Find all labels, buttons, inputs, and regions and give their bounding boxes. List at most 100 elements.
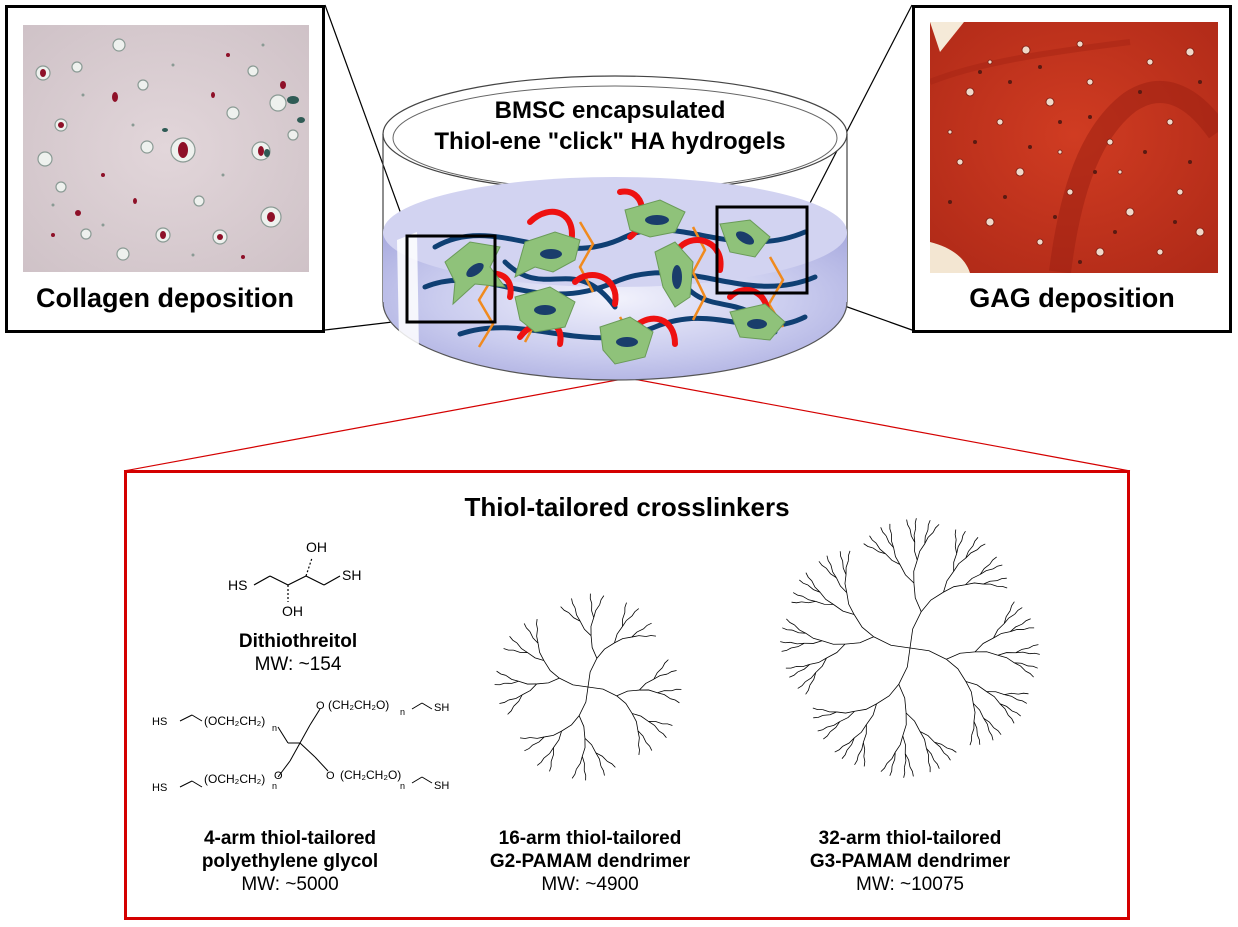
dendrimer-bond [983,580,998,585]
dendrimer-bond [965,545,974,559]
peg-o-2: O [274,770,283,782]
dendrimer-bond [965,549,978,559]
dendrimer-bond [786,618,795,626]
dendrimer-bond [780,641,791,644]
dendrimer-bond [891,533,894,548]
dendrimer-bond [889,523,892,534]
dendrimer-bond [834,745,844,753]
dendrimer-bond [969,735,973,746]
dendrimer-bond [946,658,967,682]
dendrimer-bond [581,738,586,757]
dendrimer-bond [885,553,901,565]
dendrimer-bond [853,614,874,638]
peg-unit-4: (CH₂CH₂O) [340,768,401,782]
dendrimer-bond [529,736,545,739]
dendrimer-bond [894,735,904,753]
dendrimer-bond [1014,662,1029,667]
dendrimer-bond [536,618,538,630]
dendrimer-bond [954,529,957,540]
dendrimer-bond [889,765,893,776]
dendrimer-bond [805,685,811,695]
dendrimer-bond [1015,647,1030,654]
dendrimer-bond [797,681,806,689]
peg-hs-1: HS [152,716,167,728]
dendrimer-bond [965,681,987,692]
g2-caption: 16-arm thiol-tailored G2-PAMAM dendrimer… [470,827,710,896]
dendrimer-bond [529,631,539,644]
dendrimer-bond [648,721,663,725]
dendrimer-bond [1029,652,1040,655]
dendrimer-bond [653,667,663,680]
gag-label: GAG deposition [969,283,1175,313]
dendrimer-bond [943,752,951,761]
dendrimer-bond [847,550,851,561]
dendrimer-bond [983,717,995,729]
dendrimer-bond [521,683,537,696]
peg-sh-2: SH [434,780,449,792]
dendrimer-bond [1011,710,1021,717]
dendrimer-bond [822,711,837,716]
gag-micrograph [930,22,1218,273]
dendrimer-bond [839,710,855,722]
dendrimer-bond [997,652,1016,656]
g3-pamam-structure [780,518,1040,778]
dendrimer-bond [616,689,640,697]
dendrimer-bond [599,595,605,605]
dendrimer-bond [549,761,552,772]
dendrimer-bond [809,672,817,686]
dendrimer-bond [524,744,533,752]
dendrimer-bond [797,664,810,673]
dendrimer-bond [902,735,906,754]
peg-n-3: n [272,781,277,791]
dendrimer-bond [657,692,671,700]
crosslinker-panel [124,470,1130,920]
dendrimer-bond [943,584,966,593]
dendrimer-bond [578,686,589,716]
dendrimer-bond [839,551,843,562]
peg-sh-1: SH [434,702,449,714]
dendrimer-bond [815,657,827,673]
collagen-panel: Collagen deposition [5,5,325,333]
g3-mw: MW: ~10075 [856,874,964,895]
dendrimer-bond [993,727,1002,735]
dendrimer-bond [989,556,997,565]
dendrimer-bond [845,560,849,575]
dendrimer-bond [789,671,799,678]
dendrimer-bond [589,593,593,604]
dendrimer-bond [909,766,914,777]
dendrimer-bond [863,543,873,549]
dendrimer-bond [631,608,640,617]
dendrimer-bond [825,567,837,579]
g2-pamam-structure [494,593,682,781]
dendrimer-bond [561,715,580,732]
hydrogel-dish [382,75,848,381]
dendrimer-bond [536,628,539,644]
dendrimer-bond [560,606,569,613]
dendrimer-bond [805,632,823,642]
dendrimer-bond [662,659,669,668]
gag-stain-image [930,22,1218,273]
dendrimer-bond [624,602,627,613]
dendrimer-bond [587,658,598,688]
dendrimer-bond [891,752,896,767]
dendrimer-bond [671,688,682,692]
dendrimer-bond [519,737,531,739]
dendrimer-bond [875,543,886,555]
dendrimer-bond [1028,644,1039,649]
dendrimer-bond [653,673,668,680]
dendrimer-bond [842,560,847,575]
dendrimer-bond [836,710,855,714]
peg-o-1: O [316,700,325,712]
dendrimer-bond [543,747,554,759]
dendrimer-bond [996,577,1007,581]
dendrimer-bond [807,584,821,593]
dendrimer-bond [826,555,832,566]
peg-name-line2: polyethylene glycol [201,851,379,872]
g2-mw: MW: ~4900 [541,874,639,895]
dendrimer-bond [817,726,828,732]
dendrimer-bond [973,721,978,736]
dendrimer-bond [1021,618,1031,625]
dendrimer-bond [916,543,926,561]
dendrimer-bond [829,721,841,733]
